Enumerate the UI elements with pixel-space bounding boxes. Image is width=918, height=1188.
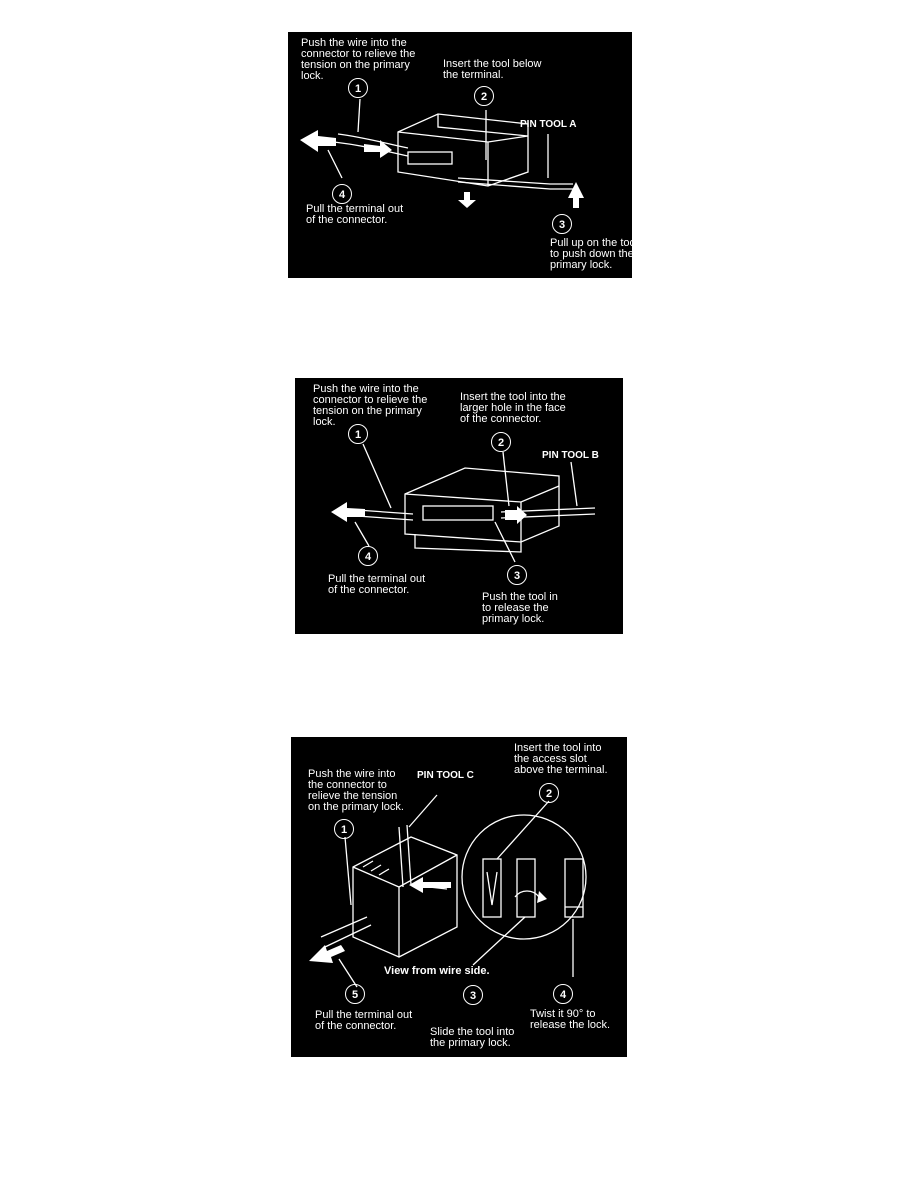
- instruction-push-wire: Push the wire into the connector to reli…: [313, 383, 428, 428]
- instruction-insert-tool: Insert the tool into the access slot abo…: [514, 742, 608, 776]
- instruction-pull-terminal: Pull the terminal out of the connector.: [328, 573, 426, 596]
- insert-arrow-icon: [409, 877, 451, 893]
- callout-2: 2: [474, 86, 494, 106]
- pin-tool-name: PIN TOOL B: [542, 450, 599, 461]
- pin-tool-name: PIN TOOL A: [520, 119, 577, 130]
- view-caption: View from wire side.: [384, 965, 490, 977]
- instruction-pull-terminal: Pull the terminal out of the connector.: [306, 203, 404, 226]
- callout-1: 1: [348, 78, 368, 98]
- push-tool-arrow-icon: [505, 506, 527, 524]
- callout-4: 4: [332, 184, 352, 204]
- connector-b-illustration: [331, 443, 596, 563]
- instruction-insert-tool: Insert the tool below the terminal.: [443, 58, 542, 81]
- callout-4: 4: [553, 984, 573, 1004]
- callout-4: 4: [358, 546, 378, 566]
- connector-a-illustration: [300, 98, 584, 208]
- callout-3: 3: [463, 985, 483, 1005]
- callout-1: 1: [348, 424, 368, 444]
- twist-arrow-icon: [537, 891, 547, 903]
- callout-3: 3: [552, 214, 572, 234]
- callout-2: 2: [491, 432, 511, 452]
- callout-2: 2: [539, 783, 559, 803]
- instruction-push-wire: Push the wire into the connector to reli…: [301, 37, 416, 82]
- pull-arrow-icon: [309, 945, 345, 963]
- connector-c-illustration: [309, 794, 587, 988]
- instruction-pull-up-tool: Pull up on the tool to push down the pri…: [550, 237, 632, 271]
- up-arrow-icon: [568, 182, 584, 208]
- instruction-pull-terminal: Pull the terminal out of the connector.: [315, 1009, 413, 1032]
- figure-pin-tool-c: Push the wire into the connector to reli…: [291, 737, 627, 1057]
- instruction-push-tool: Push the tool in to release the primary …: [482, 591, 558, 625]
- pull-arrow-icon: [331, 502, 365, 522]
- push-arrow-icon: [364, 140, 392, 158]
- pin-tool-name: PIN TOOL C: [417, 770, 474, 781]
- instruction-insert-tool: Insert the tool into the larger hole in …: [460, 391, 566, 425]
- figure-pin-tool-a: Push the wire into the connector to reli…: [288, 32, 632, 278]
- instruction-twist-tool: Twist it 90° to release the lock.: [530, 1008, 611, 1031]
- instruction-push-wire: Push the wire into the connector to reli…: [308, 768, 404, 813]
- callout-5: 5: [345, 984, 365, 1004]
- instruction-slide-tool: Slide the tool into the primary lock.: [430, 1026, 515, 1049]
- figure-pin-tool-b: Push the wire into the connector to reli…: [295, 378, 623, 634]
- down-arrow-icon: [458, 192, 476, 208]
- pull-arrow-icon: [300, 130, 336, 152]
- callout-1: 1: [334, 819, 354, 839]
- callout-3: 3: [507, 565, 527, 585]
